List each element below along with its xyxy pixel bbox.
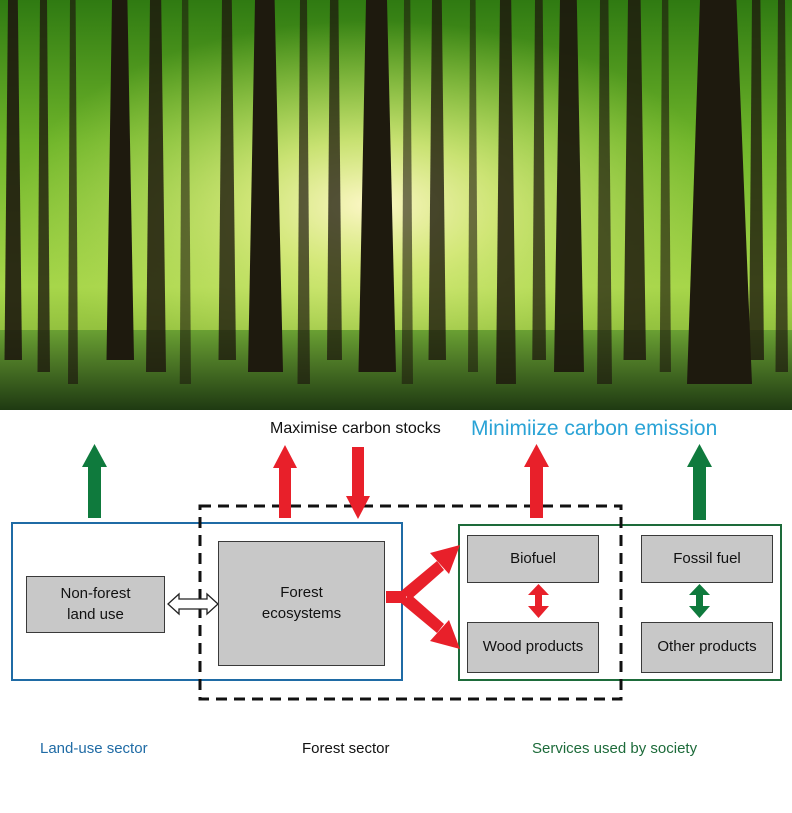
wood-products-box: Wood products xyxy=(467,622,599,673)
tree-trunk xyxy=(179,0,191,384)
tree-trunk xyxy=(37,0,50,372)
services-used-by-society-label: Services used by society xyxy=(532,740,698,757)
tree-trunk xyxy=(468,0,478,372)
tree-trunk xyxy=(428,0,446,360)
fossil-fuel-box: Fossil fuel xyxy=(641,535,773,583)
green-up-arrow-left xyxy=(82,444,107,518)
tree-trunk xyxy=(401,0,413,384)
tree-trunk xyxy=(623,0,646,360)
tree-trunk xyxy=(496,0,516,384)
maximise-carbon-stocks-label: Maximise carbon stocks xyxy=(270,420,441,437)
tree-trunk xyxy=(248,0,283,372)
forest-sector-label: Forest sector xyxy=(302,740,390,757)
tree-trunk xyxy=(687,0,752,384)
forest-ecosystems-box: Forest ecosystems xyxy=(218,541,385,666)
red-fork-arrow xyxy=(386,545,460,649)
red-down-arrow-stocks xyxy=(346,447,370,519)
tree-trunk xyxy=(106,0,134,360)
non-forest-land-use-box: Non-forest land use xyxy=(26,576,165,633)
other-products-box: Other products xyxy=(641,622,773,673)
tree-trunk xyxy=(532,0,546,360)
tree-trunk xyxy=(659,0,671,372)
tree-trunk xyxy=(68,0,78,384)
hollow-double-arrow xyxy=(167,592,219,616)
minimize-carbon-emission-label: Minimiize carbon emission xyxy=(471,417,718,440)
green-up-arrow-right xyxy=(687,444,712,520)
tree-trunk xyxy=(597,0,612,384)
red-up-arrow-stocks xyxy=(273,445,297,518)
red-up-arrow-emission xyxy=(524,444,549,518)
green-double-arrow xyxy=(689,584,710,618)
tree-trunk xyxy=(327,0,342,360)
biofuel-box: Biofuel xyxy=(467,535,599,583)
tree-trunk xyxy=(4,0,22,360)
tree-trunk xyxy=(775,0,788,372)
tree-trunk xyxy=(146,0,166,372)
land-use-sector-label: Land-use sector xyxy=(40,740,148,757)
tree-trunk xyxy=(297,0,310,384)
tree-trunk xyxy=(554,0,584,372)
red-double-arrow xyxy=(528,584,549,618)
forest-photo xyxy=(0,0,792,410)
tree-trunk xyxy=(749,0,764,360)
tree-trunk xyxy=(218,0,236,360)
tree-trunk xyxy=(358,0,396,372)
